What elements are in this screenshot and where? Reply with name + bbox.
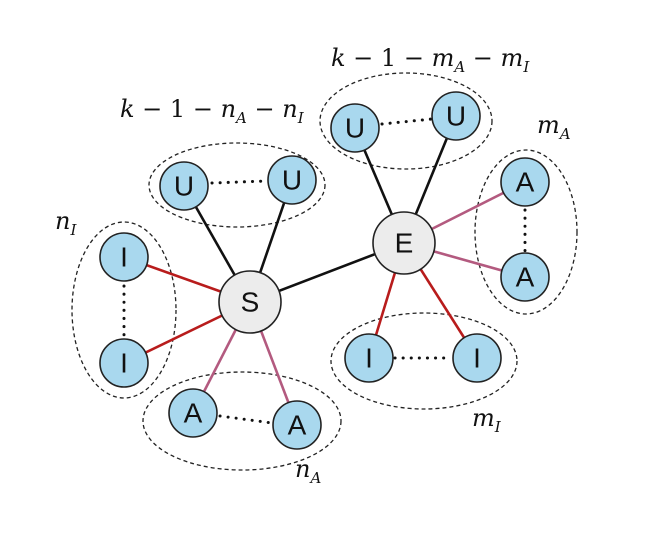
leaf-label-u: U (174, 171, 194, 202)
leaf-label-i: I (473, 343, 481, 374)
label-n-i: nI (55, 207, 77, 239)
group-ellipse-e-u (319, 72, 493, 170)
hub-label-e: E (395, 228, 414, 259)
hub-node-e: E (372, 211, 436, 275)
leaf-node-e-a-top: A (500, 157, 550, 207)
leaf-node-s-i-bottom: I (99, 338, 149, 388)
dots-e-u (380, 117, 434, 126)
leaf-label-a: A (516, 167, 535, 198)
leaf-node-e-a-bottom: A (500, 252, 550, 302)
leaf-node-s-u-left: U (159, 161, 209, 211)
label-m-i: mI (472, 404, 502, 436)
dots-s-u (210, 179, 268, 185)
label-e-u-count: k − 1 − mA − mI (331, 44, 530, 76)
leaf-label-u: U (345, 113, 365, 144)
leaf-label-a: A (516, 262, 535, 293)
group-ellipse-s-u (148, 142, 326, 228)
label-n-a: nA (295, 455, 321, 487)
leaf-label-a: A (288, 410, 307, 441)
dots-s-a (218, 414, 274, 425)
leaf-node-e-i-right: I (452, 333, 502, 383)
leaf-node-s-a-left: A (168, 388, 218, 438)
leaf-node-e-i-left: I (344, 333, 394, 383)
group-ellipse-e-a (474, 149, 578, 315)
group-ellipse-s-i (71, 221, 177, 399)
hub-label-s: S (241, 287, 260, 318)
leaf-label-u: U (446, 101, 466, 132)
leaf-node-s-u-right: U (267, 155, 317, 205)
leaf-node-s-a-right: A (272, 400, 322, 450)
leaf-label-i: I (365, 343, 373, 374)
hub-node-s: S (218, 270, 282, 334)
leaf-label-a: A (184, 398, 203, 429)
leaf-node-e-u-right: U (431, 91, 481, 141)
group-ellipse-e-i (330, 312, 518, 410)
leaf-node-e-u-left: U (330, 103, 380, 153)
label-s-u-count: k − 1 − nA − nI (120, 95, 305, 127)
group-ellipse-s-a (142, 371, 342, 471)
leaf-label-i: I (120, 348, 128, 379)
label-m-a: mA (537, 111, 571, 143)
leaf-label-i: I (120, 242, 128, 273)
leaf-label-u: U (282, 165, 302, 196)
leaf-node-s-i-top: I (99, 232, 149, 282)
